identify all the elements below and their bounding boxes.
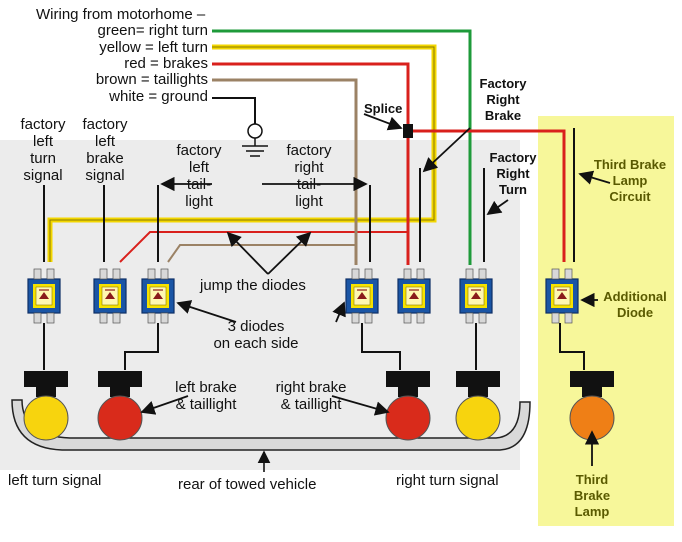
legend-title: Wiring from motorhome – [36,6,206,23]
factory-wires [43,128,575,262]
background-panel [0,140,520,470]
motorhome-wires [47,29,566,265]
wire-green [212,29,472,265]
label-left-brake-tail: left brake & taillight [175,379,237,413]
wire-red-left [119,231,408,263]
lamp-wires [43,323,585,370]
wire-red [212,62,410,265]
wire-ground [212,97,256,124]
label-right-turn-signal: right turn signal [396,472,499,489]
legend-white: white = ground [109,88,208,105]
label-splice: Splice [364,101,403,116]
wire-yellow-edge [49,46,435,262]
right-brake-lamp [385,371,431,441]
ground-symbol [242,123,268,157]
label-three-diodes: 3 diodes on each side [213,318,299,352]
label-factory-right-brake: Factory Right Brake [479,76,527,123]
label-factory-left-tail: factory left tail- light [176,142,222,210]
annotation-arrows [140,113,611,466]
legend-yellow: yellow = left turn [99,39,208,56]
label-left-turn-signal: left turn signal [8,472,102,489]
legend-brown: brown = taillights [95,71,208,88]
label-third-brake-circuit: Third Brake Lamp Circuit [593,157,667,204]
label-factory-right-tail: factory right tail- light [286,142,332,210]
left-brake-lamp [97,371,143,441]
label-third-brake-lamp: Third Brake Lamp [573,472,611,519]
right-turn-lamp [455,371,501,441]
legend-green: green= right turn [97,22,209,39]
splice-connector [403,124,413,138]
label-right-brake-tail: right brake & taillight [275,379,347,413]
label-jump-diodes: jump the diodes [200,277,306,294]
label-factory-left-turn: factory left turn signal [20,116,66,184]
legend-red: red = brakes [124,55,208,72]
label-factory-left-brake: factory left brake signal [82,116,128,184]
third-brake-lamp [569,371,615,441]
third-brake-highlight [538,116,674,526]
wire-brown [212,78,358,265]
label-factory-right-turn: Factory Right Turn [489,150,537,197]
label-additional-diode: Additional Diode [603,289,667,320]
left-turn-lamp [23,371,69,441]
wire-red-third [408,129,566,262]
label-rear-vehicle: rear of towed vehicle [178,476,317,493]
lamps [23,371,615,441]
